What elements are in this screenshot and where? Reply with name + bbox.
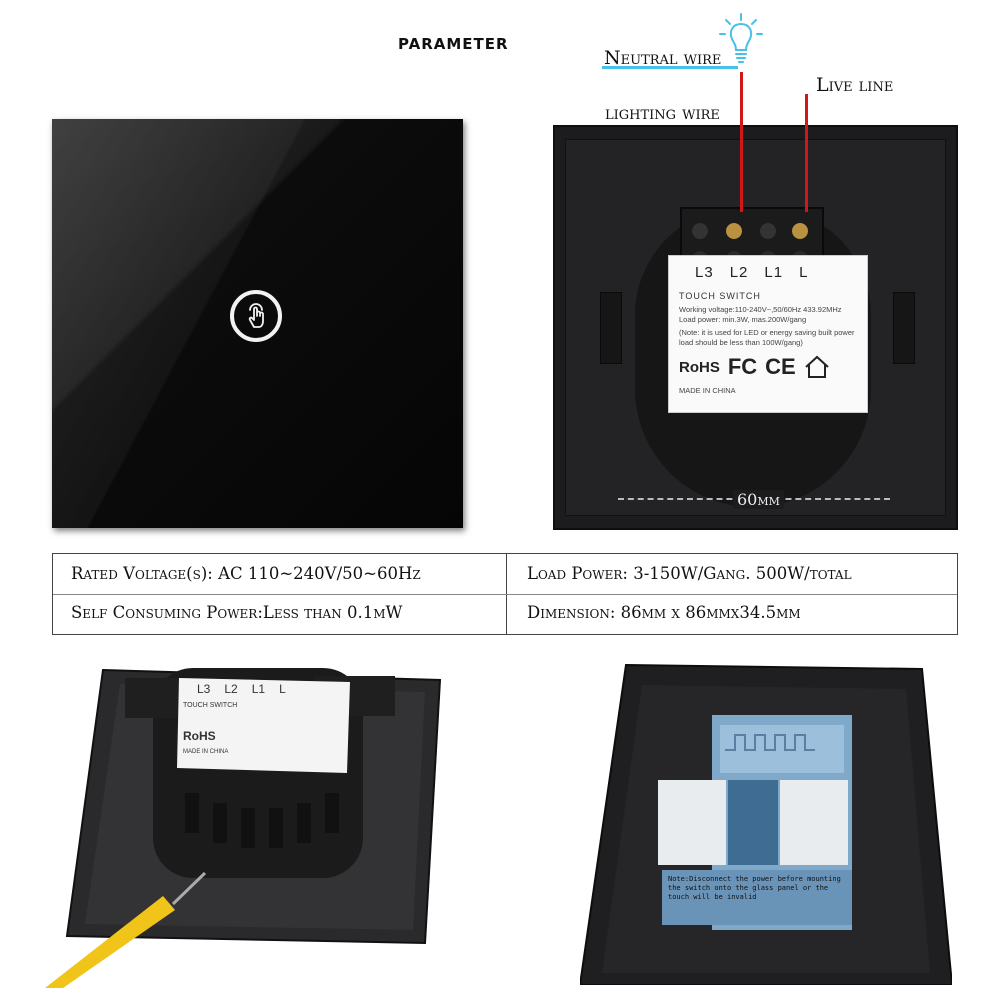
spec-table: Rated Voltage(s): AC 110~240V/50~60Hz Lo… — [52, 553, 958, 635]
ce-mark: CE — [765, 354, 796, 379]
neutral-wire-line — [602, 66, 738, 69]
screwdriver-icon — [45, 896, 175, 988]
pcb-note: Note:Disconnect the power before mountin… — [668, 875, 841, 901]
spec-self-consuming: Self Consuming Power:Less than 0.1mW — [71, 603, 403, 622]
label-note: (Note: it is used for LED or energy savi… — [679, 328, 855, 347]
product-label: L3 L2 L1 L TOUCH SWITCH Working voltage:… — [668, 255, 868, 413]
fc-mark: FC — [727, 354, 758, 379]
lower-left-rohs: RoHS — [183, 729, 216, 743]
touch-finger-icon — [248, 303, 264, 328]
spec-dimension: Dimension: 86mm x 86mmx34.5mm — [527, 603, 801, 622]
back-panel: L3 L2 L1 L TOUCH SWITCH Working voltage:… — [553, 125, 958, 530]
touch-button — [230, 290, 282, 342]
lower-left-label: L3 L2 L1 L TOUCH SWITCH RoHS MADE IN CHI… — [183, 682, 343, 755]
right-clip — [893, 292, 915, 364]
dimension-label: 60mm — [733, 490, 784, 509]
left-clip — [600, 292, 622, 364]
spec-load-power: Load Power: 3-150W/Gang. 500W/total — [527, 564, 852, 583]
label-title: TOUCH SWITCH — [679, 291, 761, 301]
lighting-wire — [740, 72, 743, 212]
spec-divider-h — [53, 594, 957, 595]
cert-row: RoHS FC CE — [679, 354, 857, 380]
lighting-wire-label: lighting wire — [605, 102, 720, 124]
home-icon — [805, 355, 829, 378]
made-in: MADE IN CHINA — [679, 386, 736, 395]
front-glass-panel — [52, 119, 463, 528]
lower-left-made: MADE IN CHINA — [183, 749, 229, 755]
label-voltage: Working voltage:110-240V~,50/60Hz 433.92… — [679, 305, 842, 314]
spec-rated-voltage: Rated Voltage(s): AC 110~240V/50~60Hz — [71, 564, 421, 583]
neutral-wire-label: Neutral wire — [604, 47, 722, 69]
rohs-mark: RoHS — [679, 358, 720, 376]
back-angled-photo: L3 L2 L1 L TOUCH SWITCH RoHS MADE IN CHI… — [45, 658, 495, 988]
lightbulb-icon — [716, 12, 766, 68]
live-line-label: Live line — [816, 74, 894, 96]
inside-panel-photo: Note:Disconnect the power before mountin… — [578, 655, 954, 986]
lower-left-label-title: TOUCH SWITCH — [183, 702, 238, 709]
label-load: Load power: min.3W, mas.200W/gang — [679, 315, 807, 324]
terminal-labels: L3 L2 L1 L — [695, 264, 809, 281]
live-wire — [805, 94, 808, 212]
page-title: parameter — [398, 30, 509, 55]
